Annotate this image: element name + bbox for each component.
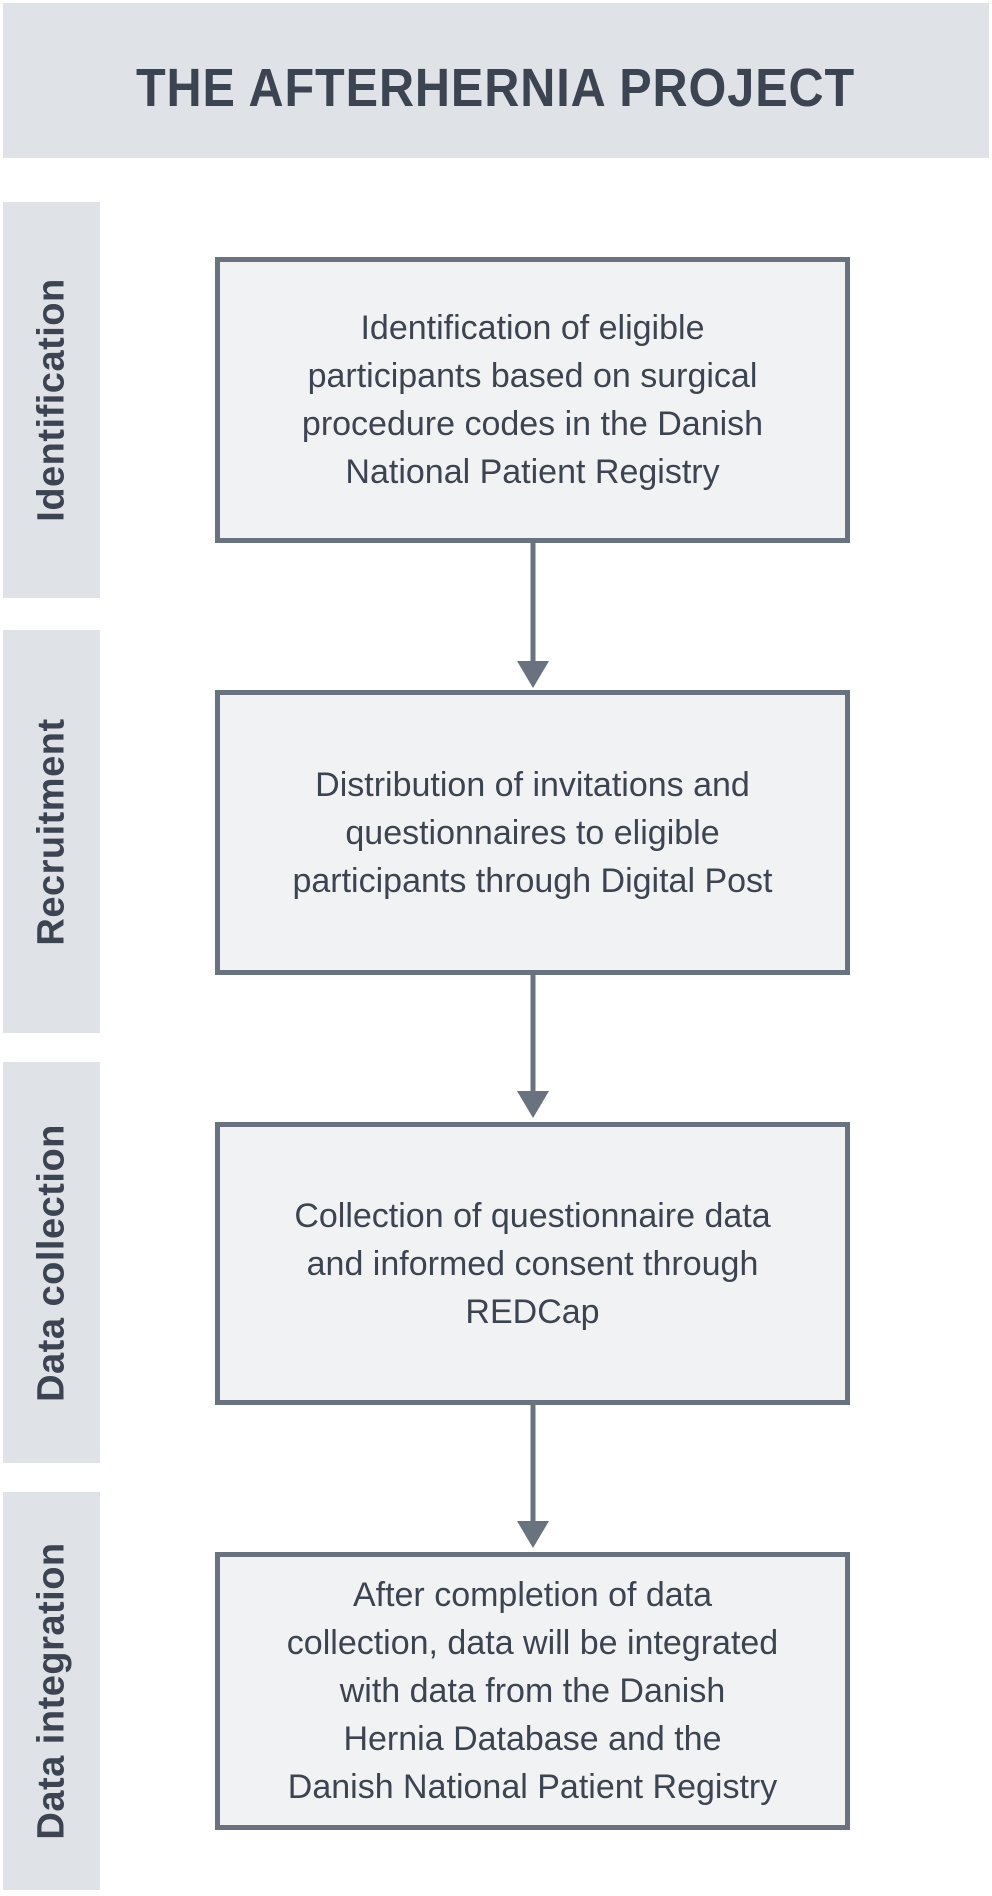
stage-label-band-data-collection: Data collection — [3, 1062, 100, 1463]
arrow-down-icon — [503, 1405, 563, 1548]
stage-label: Recruitment — [30, 717, 72, 946]
arrow-down-icon — [503, 543, 563, 688]
stage-label-band-identification: Identification — [3, 202, 100, 598]
header-band: THE AFTERHERNIA PROJECT — [3, 3, 989, 158]
page-title: THE AFTERHERNIA PROJECT — [136, 57, 856, 118]
arrow-head — [517, 1521, 549, 1548]
box-text: Collection of questionnaire data and inf… — [294, 1196, 771, 1331]
arrow-head — [517, 661, 549, 688]
box-text: After completion of data collection, dat… — [286, 1576, 779, 1806]
arrow-down-icon — [503, 975, 563, 1118]
arrow-stem — [530, 543, 536, 663]
arrow-stem — [530, 975, 536, 1093]
stage-label-band-data-integration: Data integration — [3, 1492, 100, 1890]
box-text: Distribution of invitations and question… — [292, 765, 773, 900]
arrow-head — [517, 1091, 549, 1118]
stage-label-band-recruitment: Recruitment — [3, 630, 100, 1033]
arrow-stem — [530, 1405, 536, 1523]
stage-label: Data collection — [30, 1123, 72, 1402]
stage-box-data-collection: Collection of questionnaire data and inf… — [215, 1122, 850, 1405]
stage-label: Identification — [30, 278, 72, 522]
stage-label: Data integration — [30, 1542, 72, 1840]
stage-box-data-integration: After completion of data collection, dat… — [215, 1552, 850, 1830]
stage-box-identification: Identification of eligible participants … — [215, 257, 850, 543]
stage-box-recruitment: Distribution of invitations and question… — [215, 690, 850, 975]
box-text: Identification of eligible participants … — [301, 309, 764, 491]
